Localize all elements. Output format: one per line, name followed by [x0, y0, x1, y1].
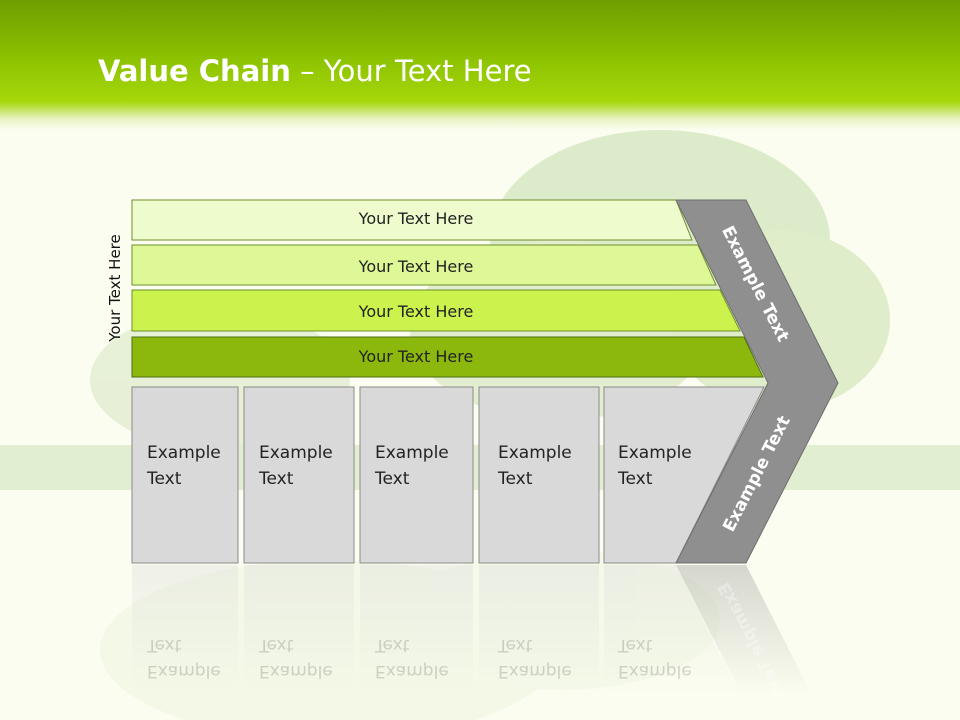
band-1-label: Your Text Here — [358, 209, 474, 228]
side-label: Your Text Here — [106, 234, 124, 342]
band-3 — [131, 289, 741, 332]
box-3-line2: Text — [375, 469, 410, 489]
box-2-line2: Text — [259, 469, 294, 489]
chevron-arrow — [675, 199, 839, 564]
band-2 — [131, 244, 717, 286]
band-4 — [131, 336, 764, 378]
band-1 — [131, 199, 693, 241]
box-4-line1: Example — [498, 443, 572, 463]
box-4 — [478, 386, 600, 564]
box-5-line1: Example — [618, 443, 692, 463]
box-1-line2: Text — [147, 469, 182, 489]
box-3 — [359, 386, 474, 564]
box-1 — [131, 386, 239, 564]
title-rest: – Your Text Here — [290, 54, 532, 88]
box-2 — [243, 386, 355, 564]
band-3-label: Your Text Here — [358, 302, 474, 321]
box-4-line2: Text — [498, 469, 533, 489]
title-bold: Value Chain — [98, 54, 291, 88]
box-2-line1: Example — [259, 443, 333, 463]
slide-title: Value Chain – Your Text Here — [98, 54, 532, 88]
band-4-label: Your Text Here — [358, 347, 474, 366]
header-band — [0, 0, 960, 130]
box-3-line1: Example — [375, 443, 449, 463]
band-2-label: Your Text Here — [358, 257, 474, 276]
reflection — [132, 565, 812, 695]
box-1-line1: Example — [147, 443, 221, 463]
box-5-line2: Text — [618, 469, 653, 489]
